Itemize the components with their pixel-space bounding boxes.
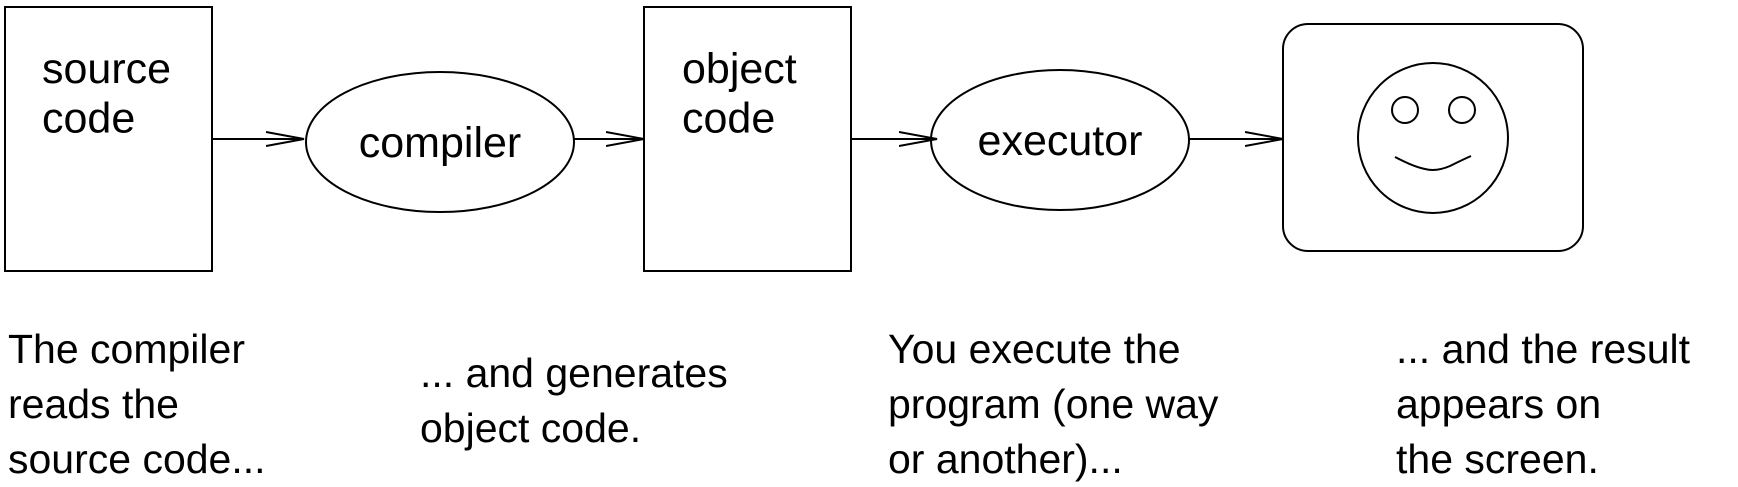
caption-result-on-screen: ... and the result appears on the screen… bbox=[1396, 326, 1691, 482]
smiley-face-icon bbox=[1357, 62, 1509, 214]
executor-label: executor bbox=[978, 117, 1143, 165]
label-line: source bbox=[42, 45, 171, 93]
label-line: code bbox=[42, 94, 135, 142]
smiley-mouth bbox=[1394, 155, 1472, 171]
smiley-right-eye bbox=[1448, 96, 1476, 124]
caption-generates-object-code: ... and generates object code. bbox=[420, 350, 728, 451]
executor-node: executor bbox=[930, 69, 1190, 211]
smiley-left-eye bbox=[1391, 96, 1419, 124]
caption-compiler-reads: The compiler reads the source code... bbox=[8, 326, 266, 482]
compiler-label: compiler bbox=[359, 119, 522, 167]
caption-execute-program: You execute the program (one way or anot… bbox=[888, 326, 1219, 482]
compiler-ellipse bbox=[305, 71, 575, 213]
compiler-node: compiler bbox=[305, 71, 575, 213]
smiley-face-outline bbox=[1357, 62, 1509, 214]
label-line: object bbox=[682, 45, 797, 93]
screen-box bbox=[1282, 23, 1584, 252]
screen-node bbox=[1282, 23, 1584, 252]
label-line: code bbox=[682, 94, 775, 142]
